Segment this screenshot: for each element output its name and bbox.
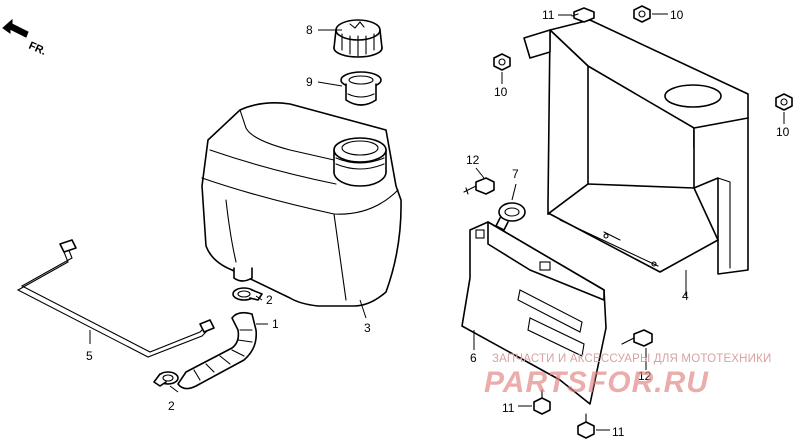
hose-clip-lower <box>153 371 179 387</box>
leader-lines <box>89 13 785 431</box>
hose-clip-upper <box>232 287 263 301</box>
callout-hose-clamp: 7 <box>512 167 519 181</box>
callout-bolt-bracket-upper: 12 <box>466 153 480 167</box>
callout-nut-cover-right: 10 <box>776 125 790 139</box>
front-direction-label: FR. <box>27 40 48 58</box>
bolt-bracket-lower <box>621 329 653 347</box>
nut-cover-top-right <box>633 5 651 23</box>
fuel-hose <box>177 311 258 390</box>
watermark-caption: ЗАПЧАСТИ И АКСЕССУАРЫ ДЛЯ МОТОТЕХНИКИ <box>492 353 772 365</box>
callout-bolt-bottom-left: 11 <box>502 401 515 415</box>
nut-cover-right <box>775 93 793 111</box>
bolt-cover-top <box>571 7 595 23</box>
tank-bracket <box>461 221 607 405</box>
callout-fuel-tank: 3 <box>364 321 371 335</box>
callout-tank-bracket: 6 <box>470 351 477 365</box>
fuel-cap <box>333 19 383 58</box>
callout-bolt-bracket-lower: 12 <box>638 369 652 383</box>
tank-cover <box>523 19 749 275</box>
callout-hose-clip-lower: 2 <box>168 399 175 413</box>
callout-fuel-strainer: 9 <box>306 75 313 89</box>
breather-tube <box>16 239 215 358</box>
hose-clamp <box>495 202 526 231</box>
bolt-bottom-right <box>577 413 595 439</box>
callout-tank-cover: 4 <box>682 289 689 303</box>
fuel-tank <box>201 102 402 307</box>
watermark-logo: PARTSFOR.RU <box>484 366 709 399</box>
callout-bolt-cover-top: 11 <box>542 8 555 22</box>
callout-hose-clip-upper: 2 <box>266 293 273 307</box>
nut-cover-left <box>493 53 511 71</box>
fuel-strainer <box>340 71 382 106</box>
callout-nut-cover-left: 10 <box>494 85 508 99</box>
callout-nut-cover-top-right: 10 <box>670 8 684 22</box>
callout-breather-tube: 5 <box>86 349 93 363</box>
bolt-bottom-left <box>533 389 551 415</box>
callout-fuel-hose: 1 <box>272 317 279 331</box>
bolt-bracket-upper <box>463 177 495 195</box>
watermark: ЗАПЧАСТИ И АКСЕССУАРЫ ДЛЯ МОТОТЕХНИКИ PA… <box>484 353 772 399</box>
front-arrow-icon <box>2 18 29 38</box>
callout-bolt-bottom-right: 11 <box>612 425 625 439</box>
callout-fuel-cap: 8 <box>306 23 313 37</box>
